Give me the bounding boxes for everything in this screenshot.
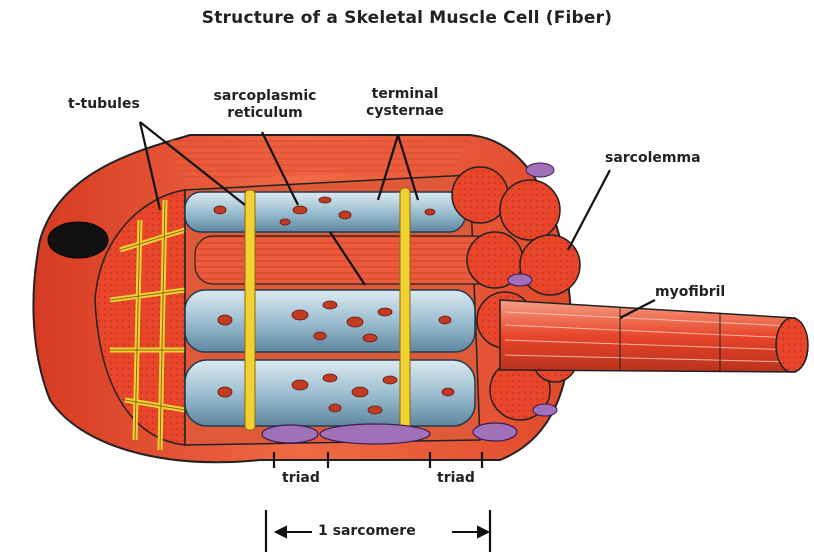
nucleus	[48, 222, 108, 258]
label-t-tubules: t-tubules	[68, 96, 140, 113]
label-triad-left: triad	[282, 470, 320, 487]
label-terminal-cysternae: terminal cysternae	[360, 86, 450, 120]
label-terminal-line2: cysternae	[360, 103, 450, 120]
label-triad-right: triad	[437, 470, 475, 487]
label-sarcoplasmic-reticulum: sarcoplasmic reticulum	[200, 88, 330, 122]
label-sarcoplasmic-line2: reticulum	[200, 105, 330, 122]
label-sarcoplasmic-line1: sarcoplasmic	[200, 88, 330, 105]
protruding-myofibril	[500, 300, 808, 372]
myofibril-band-1	[195, 236, 495, 284]
label-sarcomere: 1 sarcomere	[318, 523, 416, 540]
label-sarcolemma: sarcolemma	[605, 150, 701, 167]
label-myofibril: myofibril	[655, 284, 725, 301]
label-terminal-line1: terminal	[360, 86, 450, 103]
